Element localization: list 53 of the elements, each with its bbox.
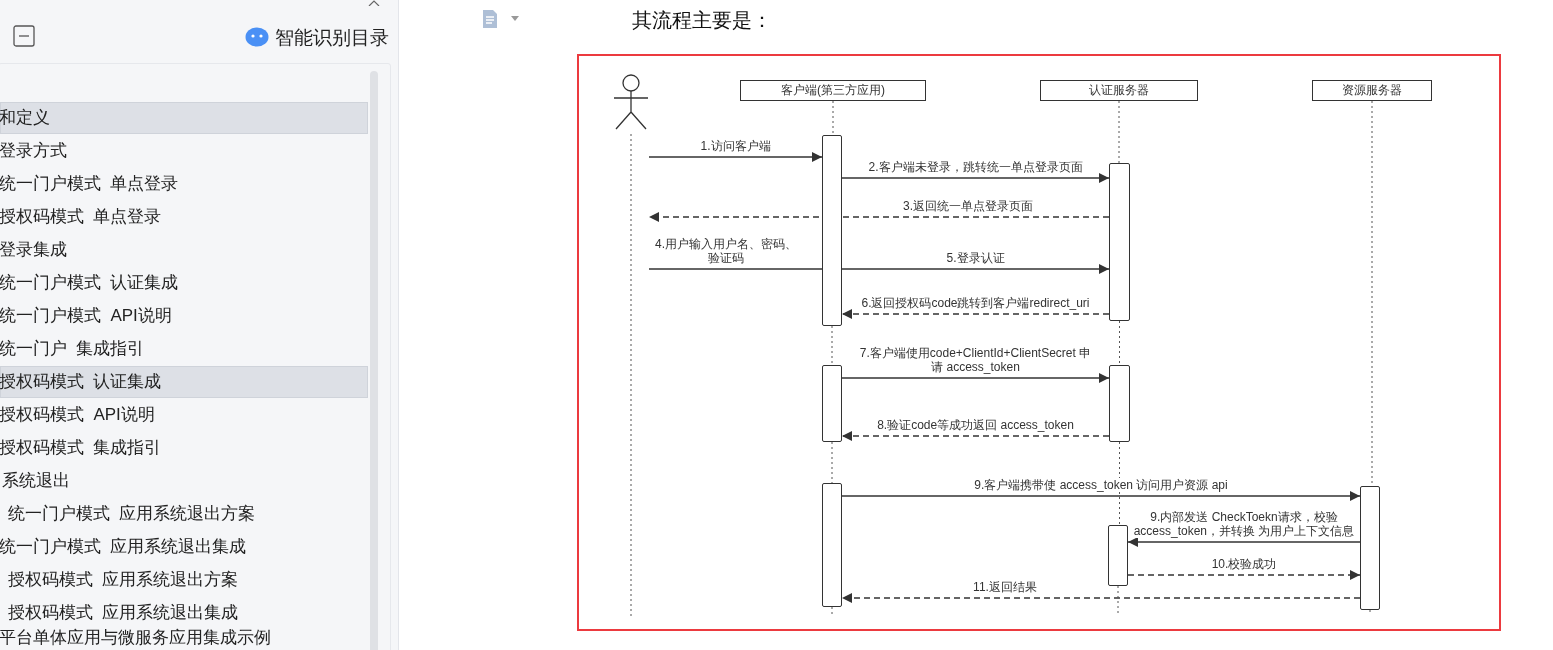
edge-label: 9.客户端携带使 access_token 访问用户资源 api: [974, 478, 1228, 492]
arrow: [841, 431, 1110, 441]
lifeline: [1119, 320, 1120, 366]
arrow: [648, 152, 823, 162]
arrow: [648, 212, 1110, 222]
activation-bar: [822, 135, 842, 326]
lifeline: [831, 325, 833, 366]
arrow: [841, 173, 1110, 183]
arrow: [841, 309, 1110, 319]
arrow: [1127, 570, 1361, 580]
edge-label: 6.返回授权码code跳转到客户端redirect_uri: [861, 296, 1090, 310]
toc-item: 统一门户模式 API说明: [0, 306, 172, 326]
arrow: [841, 264, 1110, 274]
participant-box: 资源服务器: [1312, 80, 1432, 101]
edge-label: 3.返回统一单点登录页面: [903, 199, 1033, 213]
toc-heading: 智能识别目录: [275, 27, 389, 49]
edge-label: 5.登录认证: [946, 251, 1005, 265]
edge-label: 11.返回结果: [973, 580, 1037, 594]
edge-label: 8.验证code等成功返回 access_token: [877, 418, 1074, 432]
arrow: [841, 373, 1110, 383]
heading: 其流程主要是：: [632, 8, 772, 32]
arrow: [841, 593, 1361, 603]
edge-label: 2.客户端未登录，跳转统一单点登录页面: [868, 160, 1083, 174]
participant-box: 客户端(第三方应用): [740, 80, 926, 101]
participant-box: 认证服务器: [1040, 80, 1198, 101]
activation-bar: [1109, 163, 1130, 321]
toc-item: 系统退出: [2, 471, 70, 491]
toc-item: 统一门户模式 应用系统退出集成: [0, 537, 247, 557]
lifeline: [832, 100, 834, 136]
activation-bar: [822, 365, 842, 442]
toc-item: 授权码模式 应用系统退出集成: [8, 603, 239, 623]
arrow: [1127, 537, 1361, 547]
toc-item: 登录集成: [0, 240, 67, 260]
lifeline: [831, 606, 833, 616]
actor-figure: [613, 72, 649, 617]
toc-item: 和定义: [0, 108, 50, 128]
toc-item: 授权码模式 应用系统退出方案: [8, 570, 239, 590]
toc-item: 统一门户 集成指引: [0, 339, 145, 359]
lifeline: [1118, 100, 1120, 164]
edge-label: 10.校验成功: [1211, 557, 1277, 571]
toc-item: 平台单体应用与微服务应用集成示例: [0, 628, 271, 648]
lifeline: [1119, 441, 1120, 526]
edge-label: 1.访问客户端: [700, 139, 771, 153]
toc-item: 统一门户模式 应用系统退出方案: [8, 504, 256, 524]
toc-item: 登录方式: [0, 141, 67, 161]
arrow: [841, 491, 1361, 501]
activation-bar: [1108, 525, 1128, 586]
activation-bar: [1109, 365, 1130, 442]
activation-bar: [822, 483, 842, 607]
toc-item: 统一门户模式 认证集成: [0, 273, 179, 293]
lifeline: [1117, 585, 1119, 616]
toc-item: 统一门户模式 单点登录: [0, 174, 179, 194]
activation-bar: [1360, 486, 1380, 610]
